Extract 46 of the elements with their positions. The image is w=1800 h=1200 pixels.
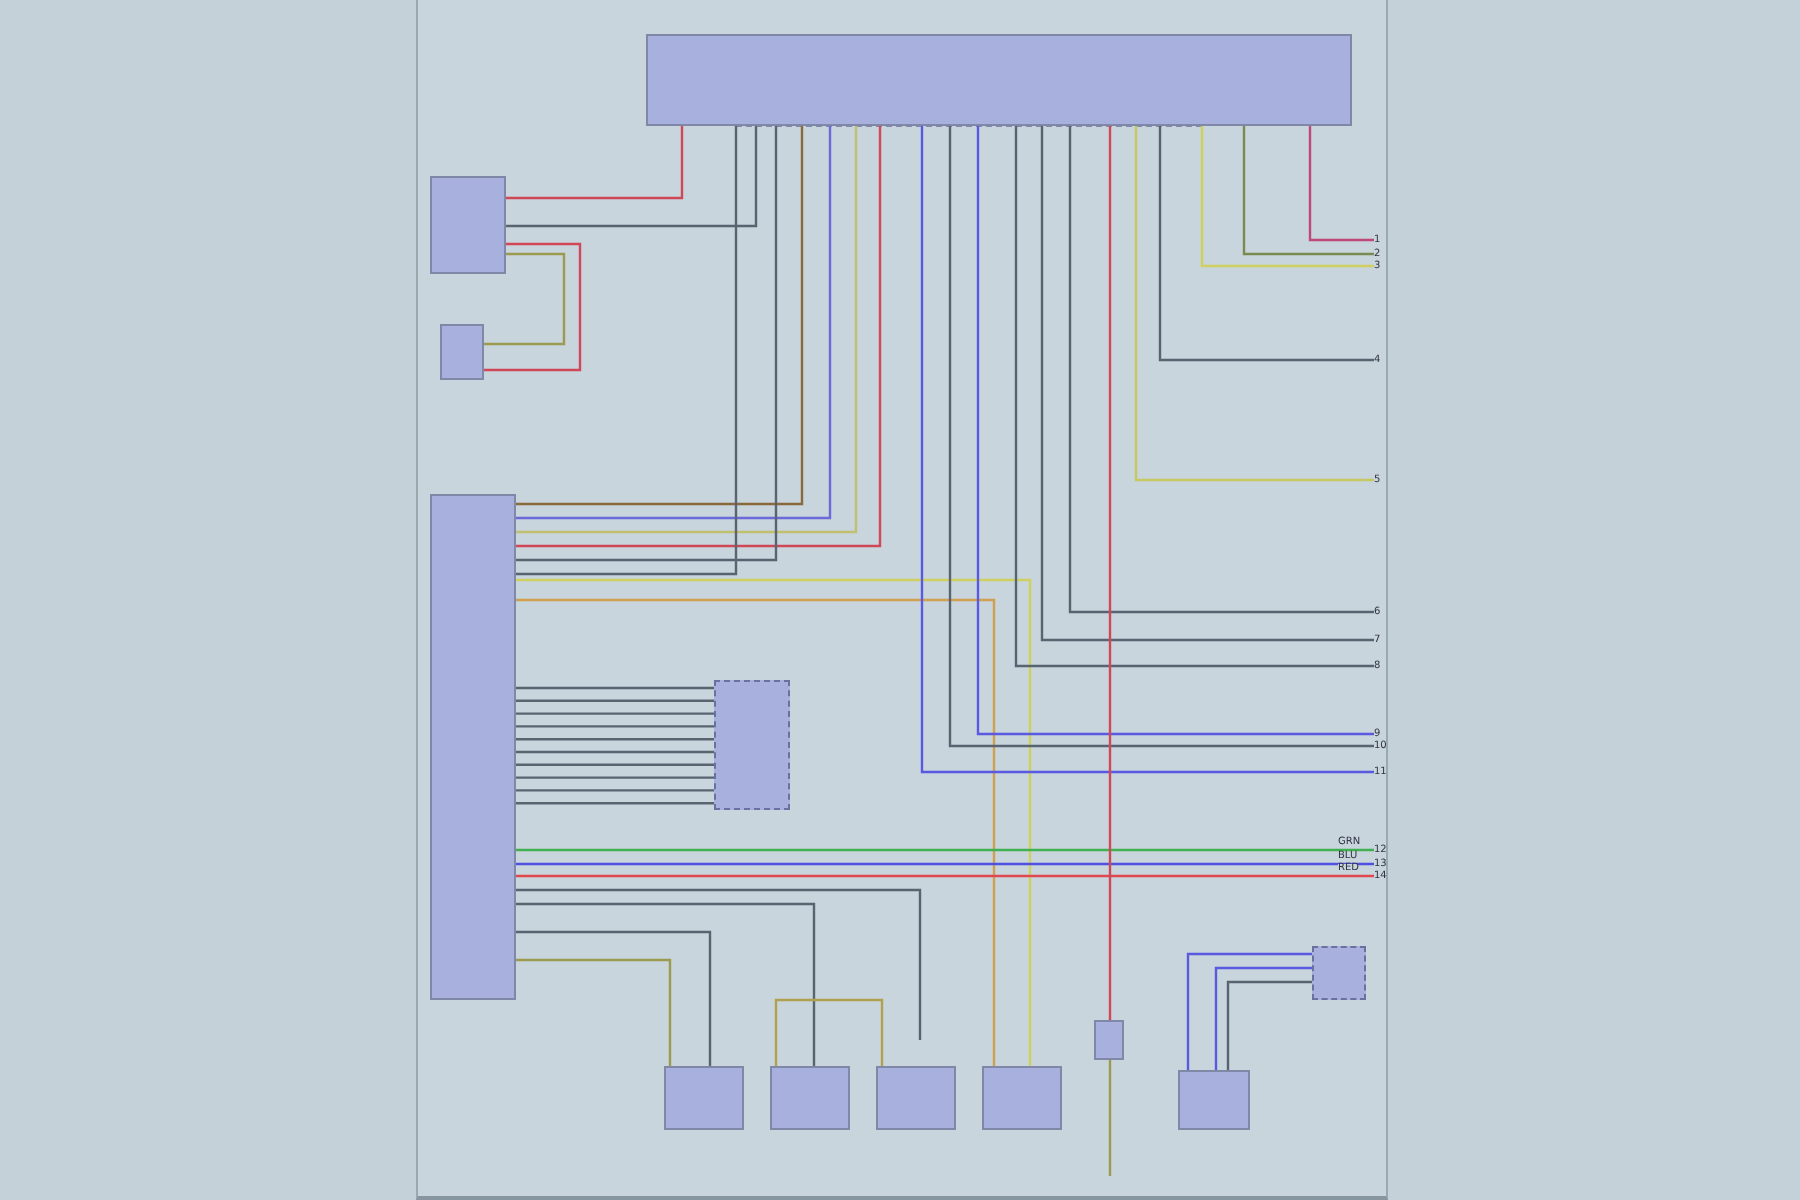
sensor-box — [440, 324, 484, 380]
wire — [516, 750, 714, 754]
wire — [516, 958, 672, 1066]
wire — [774, 998, 884, 1066]
wire — [1226, 980, 1312, 1070]
wire — [516, 686, 714, 690]
wire — [1214, 966, 1312, 1070]
control-box — [1312, 946, 1366, 1000]
wire — [516, 848, 1374, 852]
wire — [516, 862, 1374, 866]
wire — [506, 126, 758, 228]
wire — [516, 699, 714, 702]
wire — [516, 902, 816, 1066]
seat-sensor — [770, 1066, 850, 1130]
position-sensor — [1178, 1070, 1250, 1130]
wire — [516, 738, 714, 741]
seat-sensor — [664, 1066, 744, 1130]
sensor-module — [430, 176, 506, 274]
wire — [1242, 126, 1374, 256]
wire — [1308, 126, 1374, 242]
indicator-lamp — [1094, 1020, 1124, 1060]
wire — [1108, 1060, 1112, 1176]
fuse-box — [646, 34, 1352, 126]
wire — [1186, 952, 1312, 1070]
wire — [516, 930, 712, 1066]
wire — [516, 126, 778, 562]
wire — [484, 252, 566, 346]
wire — [516, 712, 714, 715]
wire — [516, 776, 714, 779]
control-module — [430, 494, 516, 1000]
connector-box — [714, 680, 790, 810]
wire — [516, 888, 922, 1040]
wire — [484, 242, 582, 372]
wire — [516, 763, 714, 766]
wire — [516, 802, 714, 805]
wire — [516, 874, 1374, 878]
wire — [1108, 126, 1112, 1020]
wire — [1200, 126, 1374, 268]
wire — [1134, 126, 1374, 482]
wire — [1158, 126, 1374, 362]
buckle-switch — [982, 1066, 1062, 1130]
wire — [516, 789, 714, 792]
wire — [506, 126, 684, 200]
buckle-switch — [876, 1066, 956, 1130]
wire — [516, 126, 738, 576]
wire — [516, 725, 714, 728]
